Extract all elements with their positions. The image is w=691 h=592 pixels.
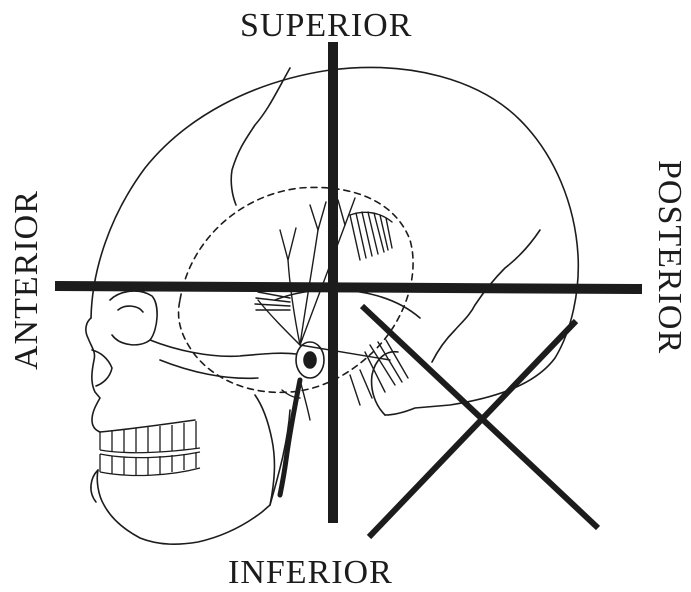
anterior-label: ANTERIOR [10,190,44,370]
oblique-line-ascending [369,321,576,537]
orientation-cross [55,42,642,523]
horizontal-axis-bar [55,286,642,289]
oblique-cross [362,306,598,537]
teeth [100,421,200,475]
superior-label: SUPERIOR [240,9,412,43]
inferior-label: INFERIOR [228,556,393,590]
posterior-label: POSTERIOR [652,160,686,354]
